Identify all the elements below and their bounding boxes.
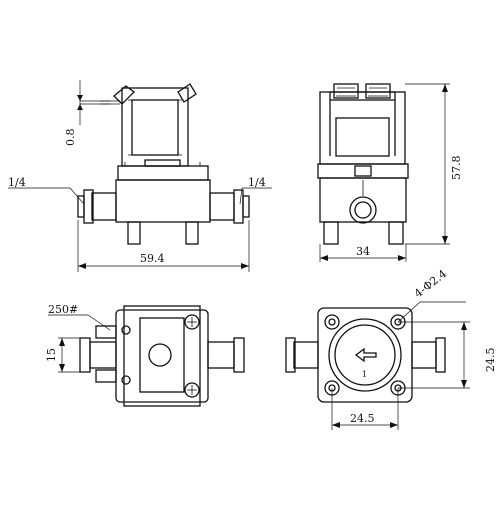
screw-bottom-left (121, 375, 131, 385)
mesh-label: 250# (48, 303, 78, 316)
fitting-right (209, 192, 235, 221)
flow-arrow-icon (354, 347, 377, 363)
fitting-left (91, 192, 117, 221)
side-body (319, 177, 407, 223)
side-view: 57.8 34 (317, 83, 463, 262)
flow-mark: 1 (362, 370, 367, 379)
bottom-ring (328, 318, 402, 392)
dim-hole-spec: 4-Φ2.4 (412, 267, 449, 300)
side-coil (319, 91, 406, 165)
side-port-inner (354, 201, 372, 219)
valve-body (115, 179, 211, 223)
dim-hole-pitch-y: 24.5 (484, 348, 497, 373)
plan-view: 250# 15 (45, 303, 245, 407)
bottom-fitting-right (411, 341, 437, 369)
coil-body (131, 99, 179, 156)
dim-port-left: 1/4 (8, 176, 26, 189)
dim-overall-length: 59.4 (140, 252, 165, 265)
side-port-outer (349, 196, 377, 224)
plan-fitting-left (89, 341, 117, 369)
screw-top-left (121, 325, 131, 335)
bottom-view: 1 4-Φ2.4 24.5 24.5 (285, 267, 497, 430)
dim-height: 57.8 (450, 156, 463, 181)
dim-hole-pitch-x: 24.5 (350, 412, 375, 425)
terminal-right (177, 83, 197, 103)
plan-center-hole (148, 343, 172, 367)
bottom-fitting-left (293, 341, 319, 369)
dim-port-right: 1/4 (248, 176, 266, 189)
side-terminal-right (365, 83, 391, 99)
dim-wire-thickness: 0.8 (64, 129, 77, 147)
screw-top-right (184, 314, 200, 330)
mount-hole-1 (328, 318, 336, 326)
foot-left (127, 221, 141, 245)
plan-body (115, 309, 209, 403)
foot-right (185, 221, 199, 245)
side-terminal-left (333, 83, 359, 99)
side-foot-left (323, 221, 339, 245)
screw-bottom-right (184, 382, 200, 398)
dim-inlet-height: 15 (45, 348, 58, 362)
dim-width: 34 (356, 245, 370, 258)
collet-right (233, 189, 244, 224)
front-view: 0.8 1/4 1/4 59.4 (8, 80, 272, 272)
side-foot-right (388, 221, 404, 245)
bottom-body (317, 307, 413, 403)
plan-fitting-right (207, 341, 235, 369)
body-top (117, 165, 209, 181)
